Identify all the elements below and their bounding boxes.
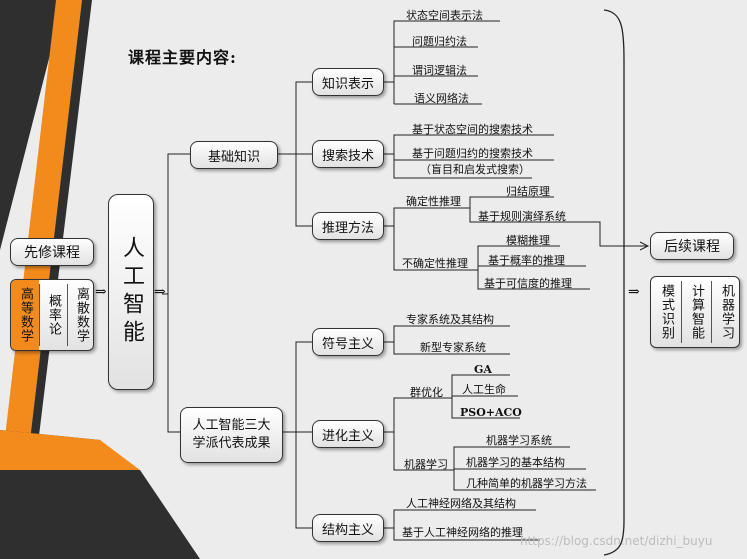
branch-basic: 基础知识: [190, 141, 278, 169]
leaf-ml-3: 几种简单的机器学习方法: [466, 477, 587, 490]
node-symbolic-label: 符号主义: [321, 336, 374, 352]
branch-basic-label: 基础知识: [207, 149, 260, 165]
arrow-icon: ⇒: [95, 284, 107, 300]
leaf-reasoning-certain-1: 归结原理: [506, 185, 550, 198]
branch-schools: 人工智能三大 学派代表成果: [180, 407, 283, 463]
leaf-reasoning-certain-2: 基于规则演绎系统: [478, 210, 566, 223]
followup-course-1: 模式识别: [659, 284, 674, 340]
branch-schools-line2: 学派代表成果: [192, 436, 271, 451]
leaf-ml-1: 机器学习系统: [486, 434, 552, 447]
page-title: 课程主要内容:: [128, 48, 237, 67]
watermark: https://blog.csdn.net/dizhi_buyu: [520, 534, 713, 548]
divider: [67, 284, 68, 346]
node-evolution-label: 进化主义: [321, 428, 374, 444]
leaf-knowledge-4: 语义网络法: [414, 92, 469, 105]
followup-course-3: 机器学习: [719, 284, 734, 340]
prereq-course-1: 高等数学: [11, 280, 39, 350]
swarm-label: 群优化: [410, 386, 443, 399]
divider: [711, 281, 712, 343]
node-search-label: 搜索技术: [321, 148, 374, 164]
ml-label: 机器学习: [404, 458, 448, 471]
leaf-reasoning-uncertain-2: 基于概率的推理: [488, 254, 565, 267]
node-knowledge-label: 知识表示: [321, 76, 374, 92]
leaf-connection-2: 基于人工神经网络的推理: [402, 526, 523, 539]
divider: [39, 284, 40, 346]
center-label: 人工智能: [119, 236, 144, 348]
leaf-swarm-2: 人工生命: [462, 383, 506, 396]
node-knowledge: 知识表示: [312, 68, 384, 96]
node-reasoning: 推理方法: [312, 212, 384, 240]
leaf-search-1: 基于状态空间的搜索技术: [412, 123, 533, 136]
prereq-header-box: 先修课程: [10, 238, 94, 266]
prereq-course-3: 离散数学: [74, 287, 89, 343]
leaf-connection-1: 人工神经网络及其结构: [406, 497, 516, 510]
node-connection: 结构主义: [312, 514, 384, 542]
center-node: 人工智能: [108, 194, 154, 390]
node-search: 搜索技术: [312, 140, 384, 168]
divider: [681, 281, 682, 343]
leaf-reasoning-uncertain-1: 模糊推理: [506, 234, 550, 247]
node-symbolic: 符号主义: [312, 328, 384, 356]
leaf-reasoning-uncertain-3: 基于可信度的推理: [484, 277, 572, 290]
leaf-search-2: 基于问题归约的搜索技术: [412, 147, 533, 160]
leaf-knowledge-2: 问题归约法: [412, 35, 467, 48]
followup-courses-box: 模式识别 计算智能 机器学习: [650, 276, 740, 348]
followup-header: 后续课程: [664, 239, 720, 255]
leaf-swarm-3: PSO+ACO: [460, 406, 522, 419]
leaf-symbolic-1: 专家系统及其结构: [406, 313, 494, 326]
followup-course-2: 计算智能: [689, 284, 704, 340]
reasoning-certain-label: 确定性推理: [406, 195, 461, 208]
leaf-swarm-1: GA: [474, 363, 492, 376]
node-reasoning-label: 推理方法: [321, 220, 374, 236]
leaf-symbolic-2: 新型专家系统: [420, 341, 486, 354]
prereq-course-2: 概率论: [46, 294, 61, 336]
prereq-header: 先修课程: [24, 245, 80, 261]
followup-header-box: 后续课程: [650, 232, 734, 260]
prereq-courses-box: 高等数学 概率论 离散数学: [10, 279, 94, 351]
node-connection-label: 结构主义: [321, 522, 374, 538]
leaf-knowledge-1: 状态空间表示法: [406, 9, 483, 22]
arrow-icon: ⇒: [154, 284, 166, 300]
node-evolution: 进化主义: [312, 420, 384, 448]
reasoning-uncertain-label: 不确定性推理: [402, 257, 468, 270]
branch-schools-line1: 人工智能三大: [192, 418, 271, 433]
arrow-icon: ⇒: [628, 284, 640, 300]
leaf-knowledge-3: 谓词逻辑法: [412, 64, 467, 77]
leaf-search-3: （盲目和启发式搜索）: [420, 163, 530, 176]
leaf-ml-2: 机器学习的基本结构: [466, 456, 565, 469]
